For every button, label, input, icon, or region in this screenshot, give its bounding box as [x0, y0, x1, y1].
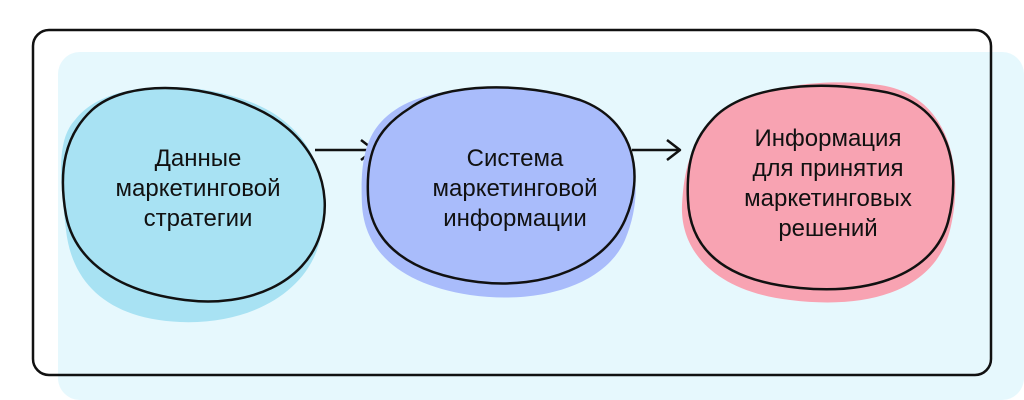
arrow-system-to-info — [632, 139, 682, 161]
node-system-line-3: информации — [443, 205, 587, 232]
node-system-blob — [366, 86, 636, 285]
node-info-line-3: маркетинговых — [744, 185, 912, 212]
node-info-line-1: Информация — [754, 125, 902, 152]
node-data-blob — [61, 86, 327, 303]
node-info-line-2: для принятия — [752, 155, 904, 182]
diagram-frame — [31, 28, 993, 377]
node-data-line-3: стратегии — [143, 205, 253, 232]
node-info-blob — [686, 84, 955, 291]
node-data-line-2: маркетинговой — [115, 175, 281, 202]
node-data-label: Данные маркетинговой стратегии — [98, 144, 298, 234]
node-info-line-4: решений — [778, 215, 878, 242]
node-system-line-1: Система — [466, 145, 564, 172]
node-info-label: Информация для принятия маркетинговых ре… — [718, 124, 938, 244]
node-system-label: Система маркетинговой информации — [405, 144, 625, 234]
node-system-line-2: маркетинговой — [432, 175, 598, 202]
node-data-line-1: Данные — [154, 145, 242, 172]
